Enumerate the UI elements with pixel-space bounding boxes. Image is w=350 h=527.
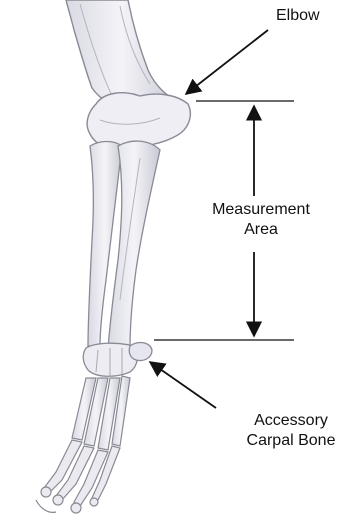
accessory-label-line2: Carpal Bone — [232, 431, 350, 451]
elbow-pointer-arrow — [186, 30, 268, 94]
accessory-pointer-arrow — [150, 362, 216, 408]
measurement-label-line2: Area — [186, 220, 336, 240]
elbow-label: Elbow — [276, 6, 320, 26]
accessory-carpal-label: Accessory Carpal Bone — [232, 411, 350, 451]
phalanges — [36, 440, 120, 513]
measurement-label-line1: Measurement — [186, 200, 336, 220]
metacarpal-bones — [72, 376, 130, 450]
accessory-label-line1: Accessory — [232, 411, 350, 431]
measurement-area-label: Measurement Area — [186, 200, 336, 240]
accessory-carpal-bone — [129, 343, 152, 361]
